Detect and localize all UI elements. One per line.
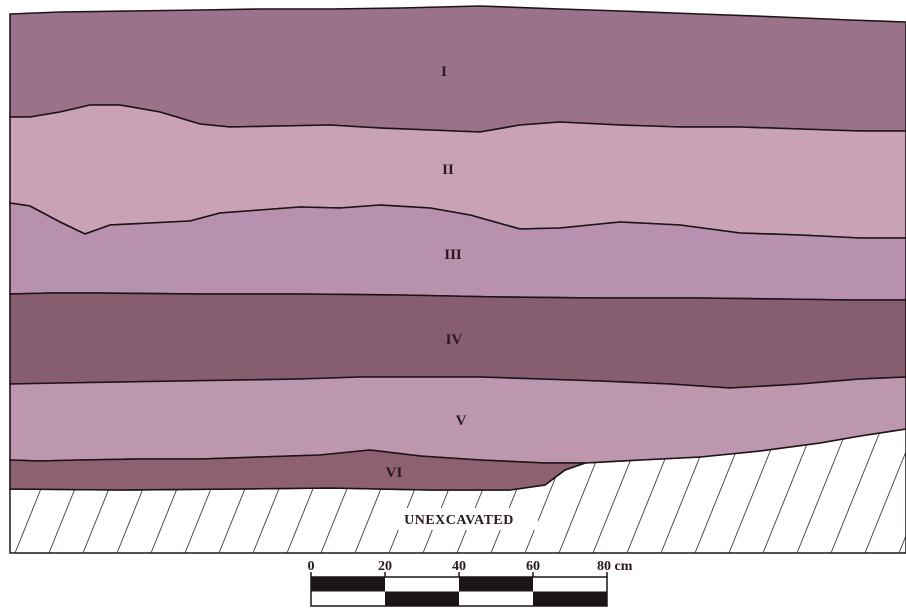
scale-tick-0: 0 [308,559,315,574]
layer-label-i: I [441,64,447,80]
scale-tick-20: 20 [378,559,392,574]
layer-label-iii: III [444,247,462,263]
scale-tick-40: 40 [452,559,466,574]
scale-tick-60: 60 [526,559,540,574]
layer-label-ii: II [442,162,454,178]
scale-tick-80cm: 80 cm [597,559,633,574]
layer-label-v: V [456,413,467,429]
scale-bar [311,572,607,606]
unexcavated-label: UNEXCAVATED [404,513,514,528]
layer-label-iv: IV [446,332,463,348]
layer-label-vi: VI [386,465,403,481]
